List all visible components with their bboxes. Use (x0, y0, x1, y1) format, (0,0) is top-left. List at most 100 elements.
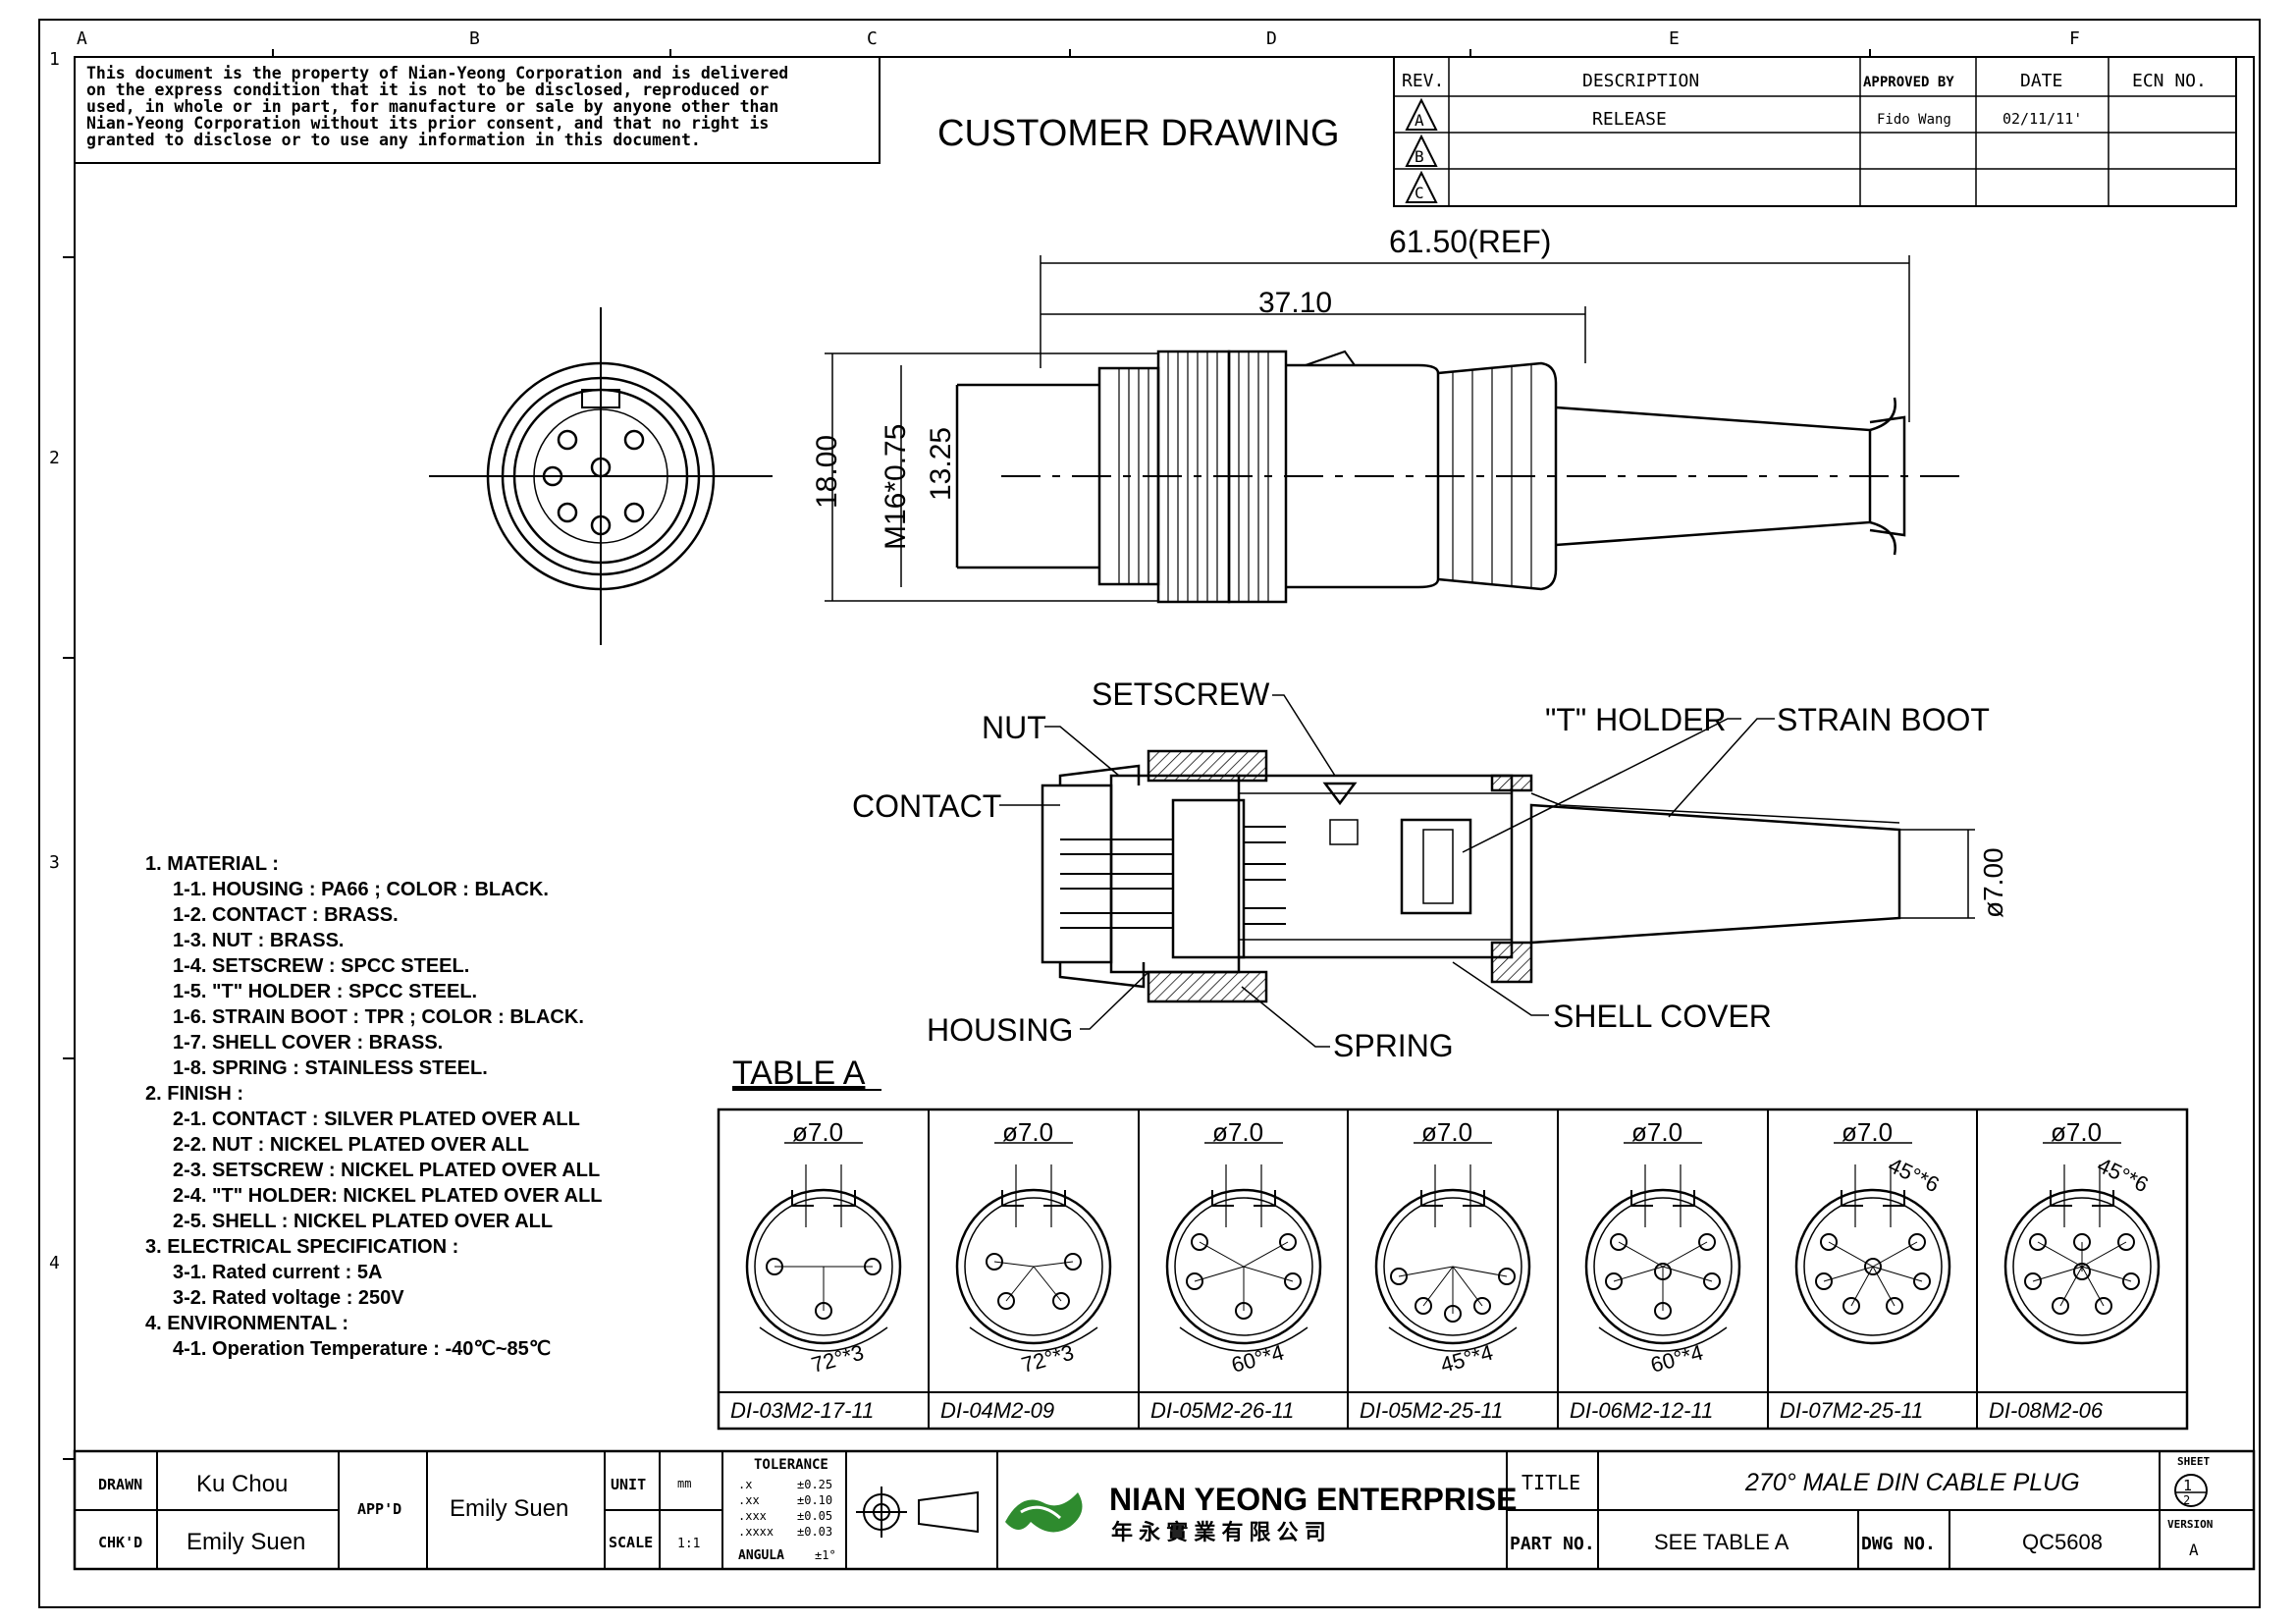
pin (1191, 1233, 1208, 1251)
ecn-header: ECN NO. (2132, 71, 2207, 91)
pin-centerline (1618, 1241, 1664, 1268)
title-label: TITLE (1522, 1471, 1580, 1494)
zone-row-1: 1 (49, 49, 60, 70)
svg-text:±1°: ±1° (815, 1548, 836, 1562)
zone-col-f: F (2069, 28, 2080, 49)
side-view (955, 350, 1968, 604)
svg-text:1-6. STRAIN BOOT : TPR ; COLOR: 1-6. STRAIN BOOT : TPR ; COLOR : BLACK. (173, 1006, 584, 1028)
connector-face-inner (964, 1197, 1103, 1336)
appd-label: APP'D (357, 1500, 401, 1518)
pin (1605, 1272, 1623, 1290)
pin (2073, 1263, 2091, 1280)
table-a-spread: 60°*4 (1648, 1340, 1706, 1378)
spread-arc (759, 1326, 888, 1352)
svg-text:.xxxx: .xxxx (738, 1525, 774, 1539)
table-a-spread: 72°*3 (809, 1340, 867, 1378)
pin-centerline (1398, 1266, 1454, 1277)
rev-a-date: 02/11/11' (2002, 110, 2082, 128)
pin (1703, 1272, 1721, 1290)
table-a-dia: ø7.0 (792, 1117, 843, 1147)
callout-shell-cover: SHELL COVER (1553, 999, 1772, 1034)
connector-face-outline (1794, 1188, 1951, 1345)
svg-text:.xx: .xx (738, 1493, 760, 1507)
notice-box (74, 56, 881, 164)
pin (1279, 1233, 1297, 1251)
pin-centerline (1005, 1266, 1035, 1302)
pin (1610, 1233, 1628, 1251)
svg-text:used, in whole or in part, for: used, in whole or in part, for manufactu… (86, 97, 778, 116)
drawing-title: 270° MALE DIN CABLE PLUG (1744, 1469, 2080, 1496)
table-a (717, 1108, 2189, 1431)
approved-header: APPROVED BY (1863, 75, 1954, 90)
pin-centerline (1452, 1266, 1483, 1307)
svg-text:±0.03: ±0.03 (797, 1525, 832, 1539)
table-a-title: TABLE A (732, 1055, 866, 1092)
table-a-cell: ø7.072°*3DI-04M2-09 (940, 1117, 1112, 1423)
dim-thread: M16*0.75 (880, 424, 912, 550)
page-title: CUSTOMER DRAWING (937, 113, 1340, 154)
drawn-label: DRAWN (98, 1476, 142, 1493)
key-slot (1211, 1190, 1276, 1207)
table-a-cell: ø7.0 72°*3DI-03M2-17-11 (730, 1117, 902, 1423)
svg-text:2-4. "T" HOLDER: NICKEL PLATED: 2-4. "T" HOLDER: NICKEL PLATED OVER ALL (173, 1185, 603, 1207)
sheet-circle-icon (2174, 1474, 2208, 1507)
table-a-part-number: DI-03M2-17-11 (730, 1398, 874, 1423)
key-slot (1420, 1190, 1485, 1207)
zone-col-e: E (1669, 28, 1680, 49)
sheet-label: SHEET (2177, 1455, 2210, 1468)
pin (2117, 1233, 2135, 1251)
pin (986, 1253, 1003, 1271)
svg-text:.xxx: .xxx (738, 1509, 767, 1523)
chkd-label: CHK'D (98, 1534, 142, 1551)
pin-centerline (1662, 1241, 1708, 1268)
key-slot (791, 1190, 856, 1207)
table-a-part-number: DI-06M2-12-11 (1570, 1398, 1713, 1423)
callout-nut: NUT (982, 710, 1046, 745)
rev-a-approved: Fido Wang (1877, 112, 1951, 128)
pin (1186, 1272, 1203, 1290)
pin (1473, 1297, 1491, 1315)
pin-centerline (2037, 1241, 2083, 1268)
pin (1498, 1268, 1516, 1285)
svg-text:.x: .x (738, 1478, 752, 1491)
pin (1815, 1272, 1833, 1290)
pin-centerline (2081, 1266, 2105, 1307)
scale-value: 1:1 (677, 1537, 700, 1551)
rev-header: REV. (1402, 71, 1444, 91)
pin (2024, 1272, 2042, 1290)
svg-text:2-2. NUT : NICKEL PLATED OVER: 2-2. NUT : NICKEL PLATED OVER ALL (173, 1134, 529, 1156)
pin (1842, 1297, 1860, 1315)
pin (1052, 1292, 1070, 1310)
rev-a-letter: A (1415, 111, 1424, 130)
pin-centerline (1452, 1266, 1508, 1277)
pin (1886, 1297, 1903, 1315)
svg-text:1-3. NUT : BRASS.: 1-3. NUT : BRASS. (173, 930, 344, 951)
table-a-dia: ø7.0 (2051, 1117, 2102, 1147)
svg-text:4-1. Operation Temperature : -: 4-1. Operation Temperature : -40℃~85℃ (173, 1338, 551, 1360)
svg-text:1-2. CONTACT : BRASS.: 1-2. CONTACT : BRASS. (173, 904, 399, 926)
callout-strain-boot: STRAIN BOOT (1777, 702, 1990, 737)
connector-face-inner (1803, 1197, 1943, 1336)
table-a-angle: 45°*6 (2094, 1153, 2153, 1198)
outer-border (38, 19, 2261, 1608)
company-name: NIAN YEONG ENTERPRISE (1109, 1482, 1517, 1517)
connector-face-outline (1374, 1188, 1531, 1345)
table-a-spread: 45°*4 (1438, 1340, 1496, 1378)
pin (1390, 1268, 1408, 1285)
table-a-spread: 60°*4 (1229, 1340, 1287, 1378)
pin (1284, 1272, 1302, 1290)
table-a-cell: ø7.045°*4DI-05M2-25-11 (1360, 1117, 1531, 1423)
revision-table: REV. DESCRIPTION APPROVED BY DATE ECN NO… (1393, 56, 2237, 207)
svg-text:ANGULA: ANGULA (738, 1548, 784, 1563)
pin-centerline (1194, 1266, 1245, 1282)
svg-text:2-1. CONTACT : SILVER PLATED O: 2-1. CONTACT : SILVER PLATED OVER ALL (173, 1109, 580, 1130)
svg-text:3-2. Rated voltage : 250V: 3-2. Rated voltage : 250V (173, 1287, 404, 1309)
svg-text:2-3. SETSCREW : NICKEL PLATED: 2-3. SETSCREW : NICKEL PLATED OVER ALL (173, 1160, 600, 1181)
callout-setscrew: SETSCREW (1092, 676, 1270, 712)
pin (1913, 1272, 1931, 1290)
pin-centerline (1033, 1261, 1074, 1268)
pin (2122, 1272, 2140, 1290)
svg-text:1-8. SPRING : STAINLESS STEEL.: 1-8. SPRING : STAINLESS STEEL. (173, 1057, 488, 1079)
company-name-cn: 年 永 實 業 有 限 公 司 (1111, 1520, 1326, 1544)
